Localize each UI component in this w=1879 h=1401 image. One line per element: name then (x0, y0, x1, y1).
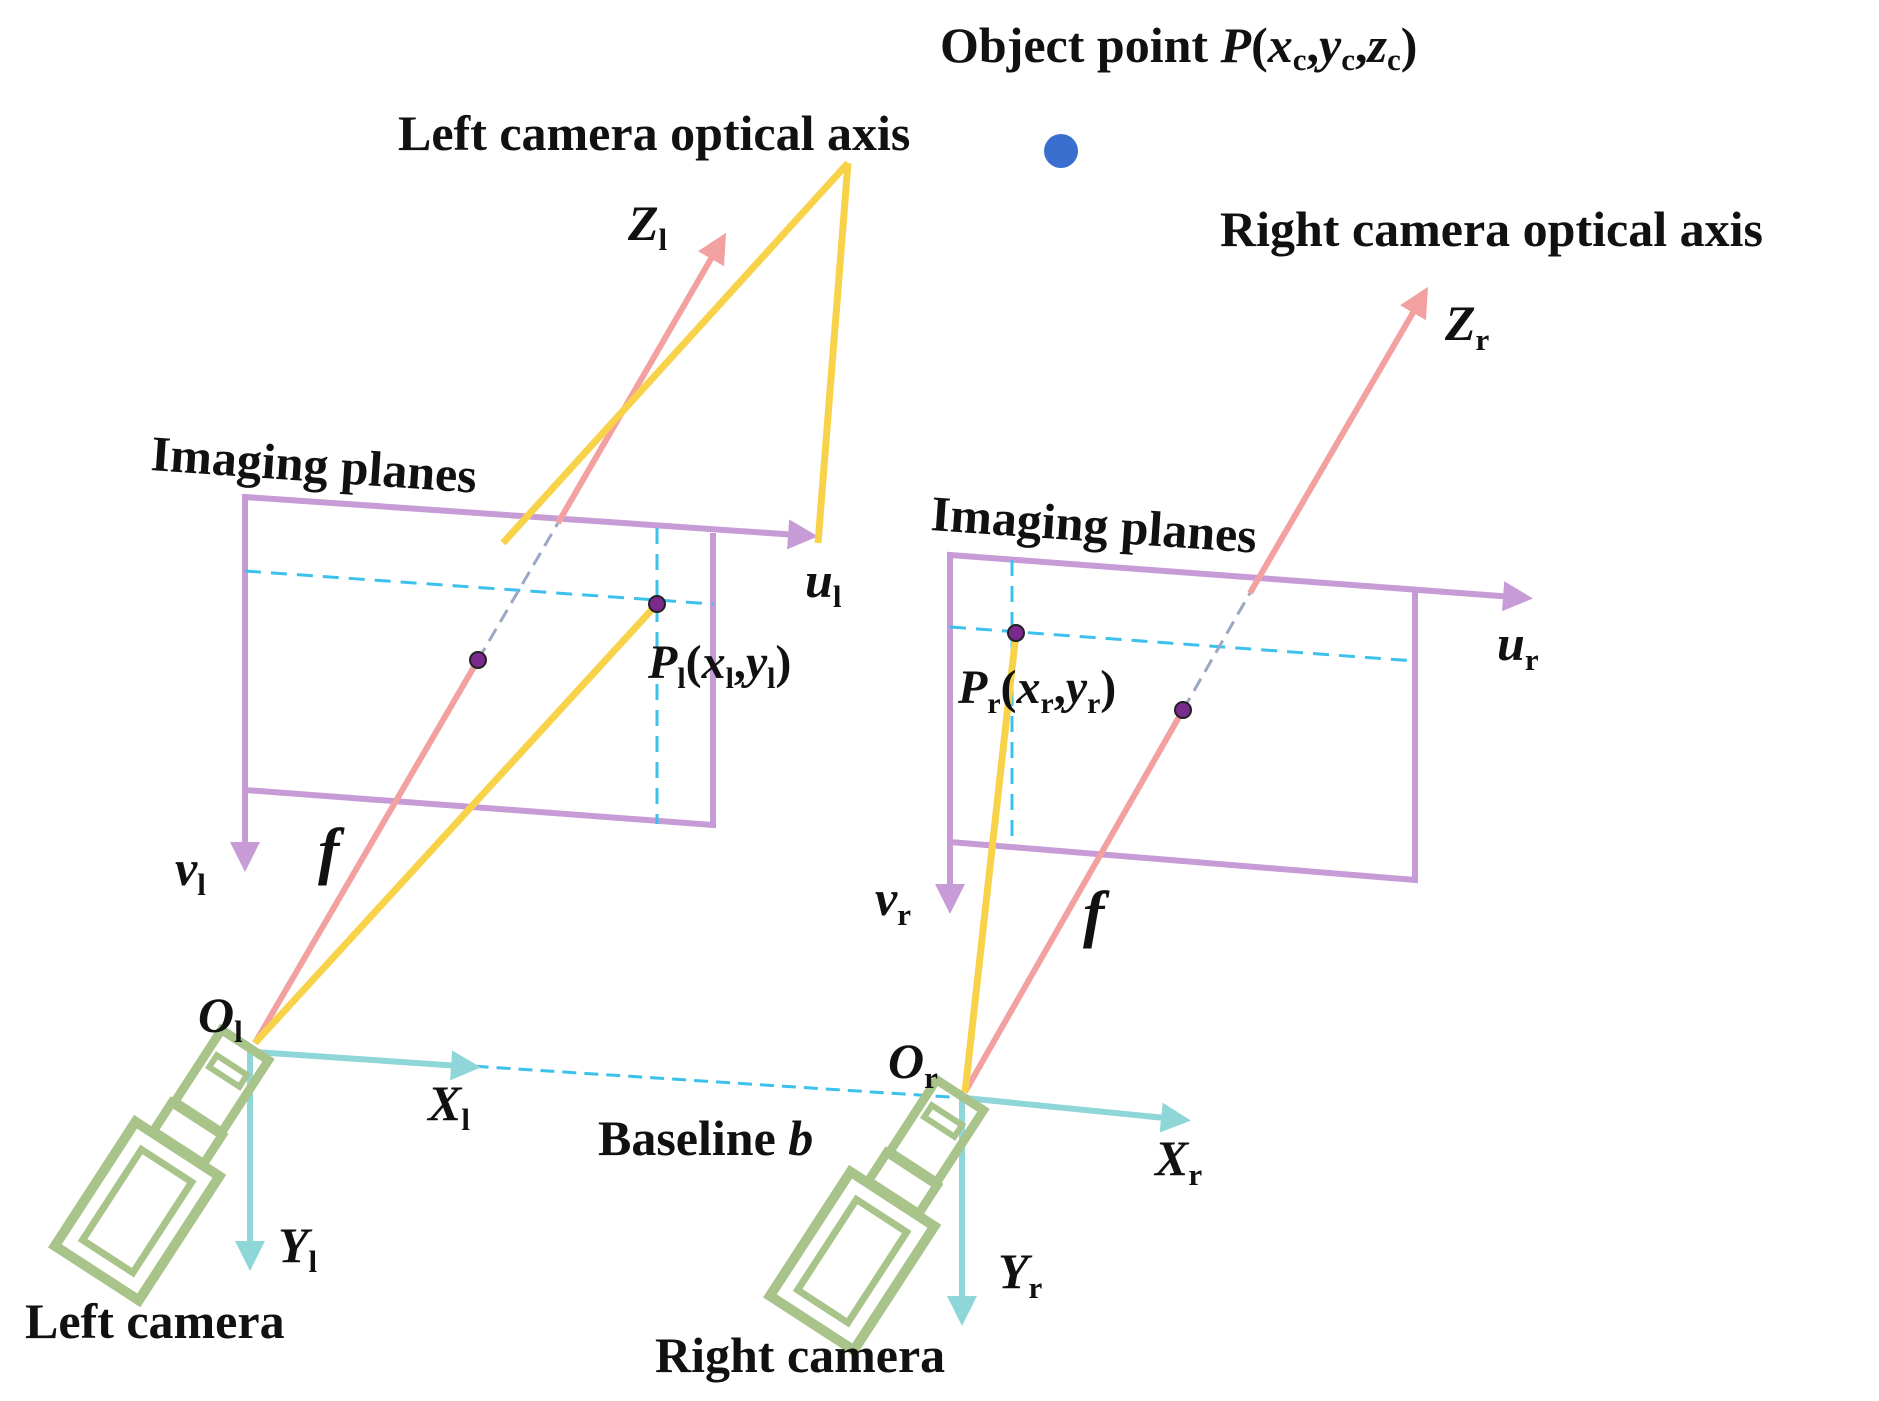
left-x-axis-label: Xl (426, 1075, 470, 1137)
right-projection-ray (961, 632, 1020, 1093)
left-y-axis-label: Yl (278, 1217, 318, 1279)
right-imaging-plane (935, 551, 1533, 914)
right-u-axis-label: ur (1497, 615, 1539, 677)
right-principal-point (1174, 701, 1192, 719)
right-imaging-planes-label: Imaging planes (929, 485, 1259, 564)
left-v-axis-label: vl (175, 840, 206, 902)
left-optical-axis-label: Left camera optical axis (398, 105, 910, 161)
left-imaging-planes-label: Imaging planes (149, 425, 479, 504)
left-u-axis-label: ul (805, 552, 842, 614)
left-horizontal-guide (244, 569, 714, 606)
right-v-axis-label: vr (875, 870, 911, 932)
left-x-axis (254, 1049, 481, 1081)
left-axis-pointer-2 (814, 162, 852, 544)
projection-rays (252, 160, 1020, 1093)
left-focal-length-label: f (318, 815, 345, 886)
left-projection-ray (252, 601, 660, 1046)
right-optical-axis (962, 286, 1429, 1094)
right-projection-label: Pr(xr,yr) (957, 661, 1116, 720)
left-projection-label: Pl(xl,yl) (647, 636, 791, 695)
right-x-axis (964, 1095, 1191, 1133)
right-focal-length-label: f (1083, 878, 1110, 949)
object-point-label: Object point P(xc,yc,zc) (940, 17, 1417, 77)
right-projection-point (1007, 624, 1025, 642)
right-camera-axes (947, 1095, 1191, 1326)
right-camera-label: Right camera (655, 1327, 945, 1383)
right-camera-icon (763, 1073, 990, 1358)
baseline-label: Baseline b (598, 1110, 813, 1166)
left-axis-pointer-1 (500, 160, 851, 546)
left-optical-axis (252, 232, 727, 1045)
left-plane-top-edge (242, 493, 818, 793)
left-camera-label: Left camera (25, 1293, 285, 1349)
left-projection-point (648, 595, 666, 613)
right-plane-bottom-edge (949, 590, 1418, 884)
left-optical-center-label: Ol (198, 987, 243, 1049)
left-z-axis-label: Zl (627, 195, 668, 257)
left-camera-icon (48, 1023, 275, 1308)
right-optical-center-label: Or (888, 1033, 938, 1095)
right-z-axis-label: Zr (1444, 295, 1490, 357)
right-y-axis-label: Yr (998, 1243, 1043, 1305)
left-principal-point (469, 651, 487, 669)
right-optical-axis-label: Right camera optical axis (1220, 201, 1763, 257)
right-x-axis-label: Xr (1153, 1130, 1202, 1192)
object-point (1044, 134, 1078, 168)
left-imaging-plane (230, 493, 818, 872)
left-plane-bottom-edge (244, 533, 716, 829)
right-plane-top-edge (947, 551, 1533, 845)
